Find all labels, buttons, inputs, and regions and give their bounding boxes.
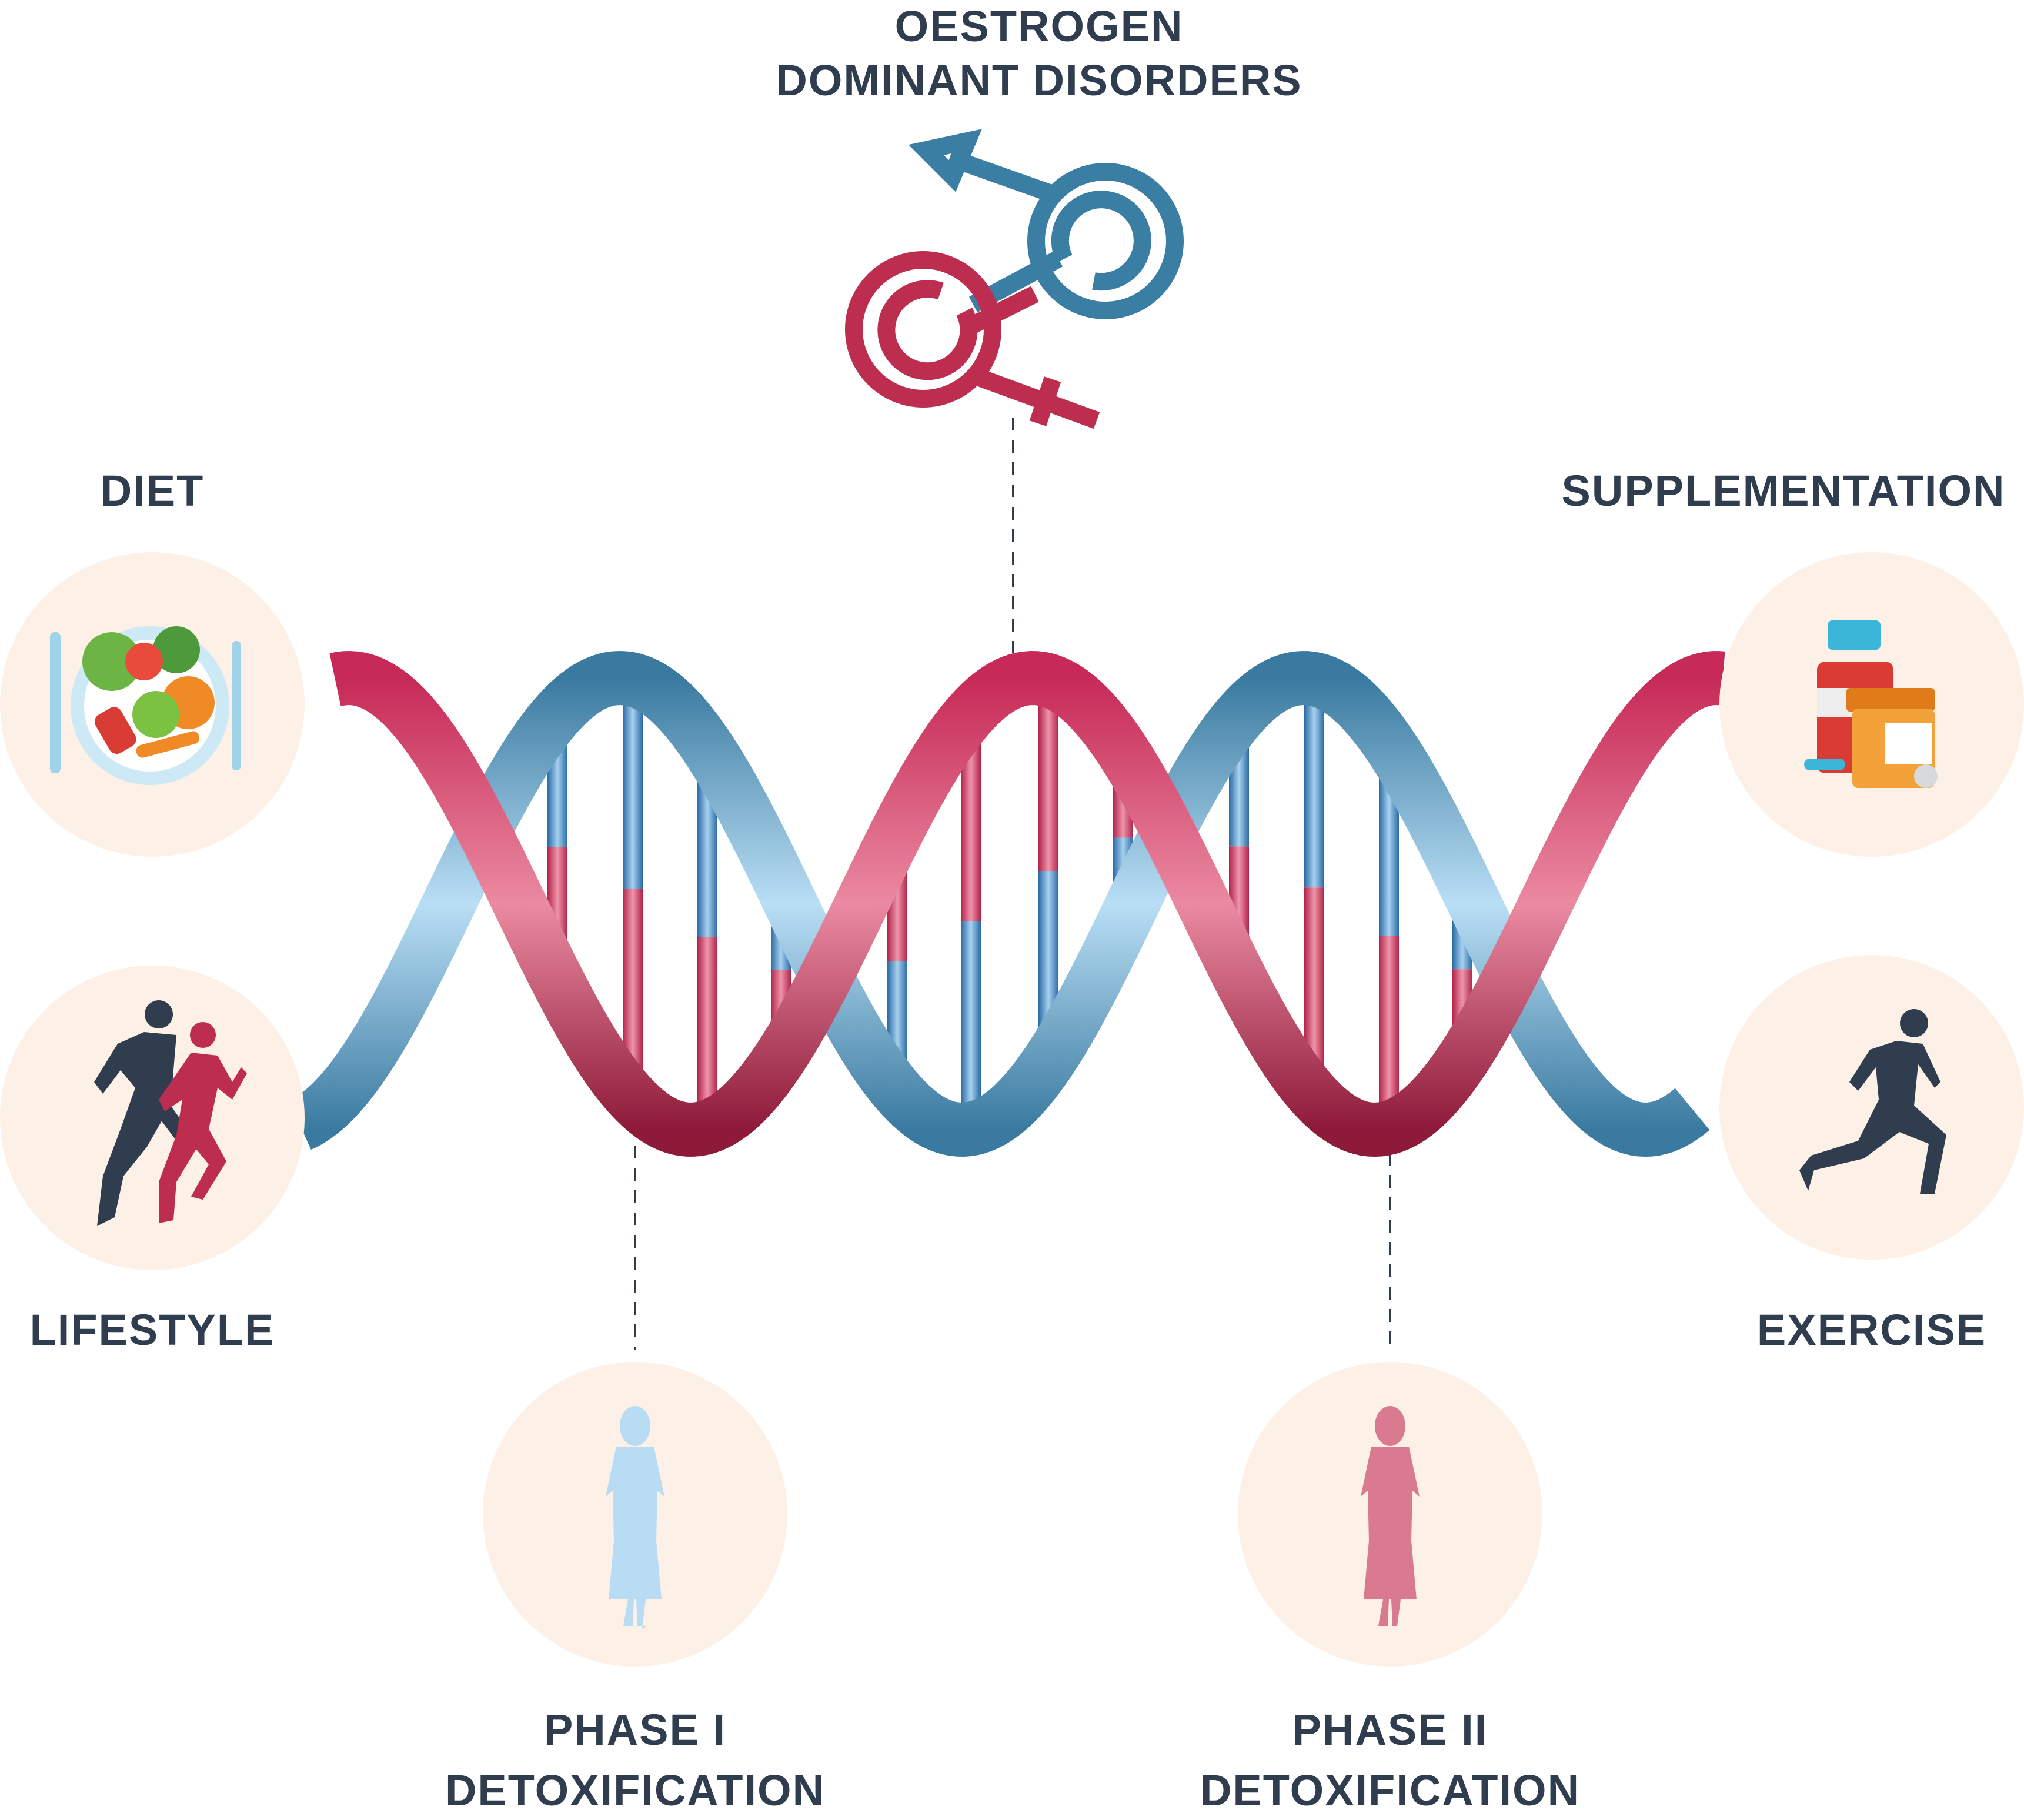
supplementation-label: SUPPLEMENTATION xyxy=(1562,466,2006,515)
base-pair-rung xyxy=(1304,679,1324,888)
gender-symbol-icon xyxy=(845,129,1184,429)
phase1-label-line-1: PHASE I xyxy=(544,1705,726,1754)
food-plate-icon xyxy=(50,626,241,785)
dna-helix xyxy=(289,650,1725,1157)
dna-strand-pink xyxy=(329,650,1725,1157)
runner-icon xyxy=(1799,1009,1946,1194)
woman-silhouette-pink-icon xyxy=(1361,1406,1420,1626)
title-line-2: DOMINANT DISORDERS xyxy=(776,56,1302,105)
phase2-label-line-1: PHASE II xyxy=(1292,1705,1488,1754)
exercise-circle xyxy=(1719,955,2024,1260)
lifestyle-label: LIFESTYLE xyxy=(30,1305,275,1354)
runners-icon xyxy=(94,1000,247,1226)
exercise-label: EXERCISE xyxy=(1757,1305,1986,1354)
phase1-label-line-2: DETOXIFICATION xyxy=(445,1766,825,1815)
woman-silhouette-blue-icon xyxy=(606,1406,664,1629)
phase2-label-line-2: DETOXIFICATION xyxy=(1200,1766,1580,1815)
base-pair-rung xyxy=(623,679,643,889)
dna-strand-blue xyxy=(289,650,1710,1157)
diet-label: DIET xyxy=(101,466,205,515)
base-pair-rung xyxy=(961,921,981,1129)
title-line-1: OESTROGEN xyxy=(895,2,1184,51)
supplement-bottles-icon xyxy=(1804,620,1938,788)
